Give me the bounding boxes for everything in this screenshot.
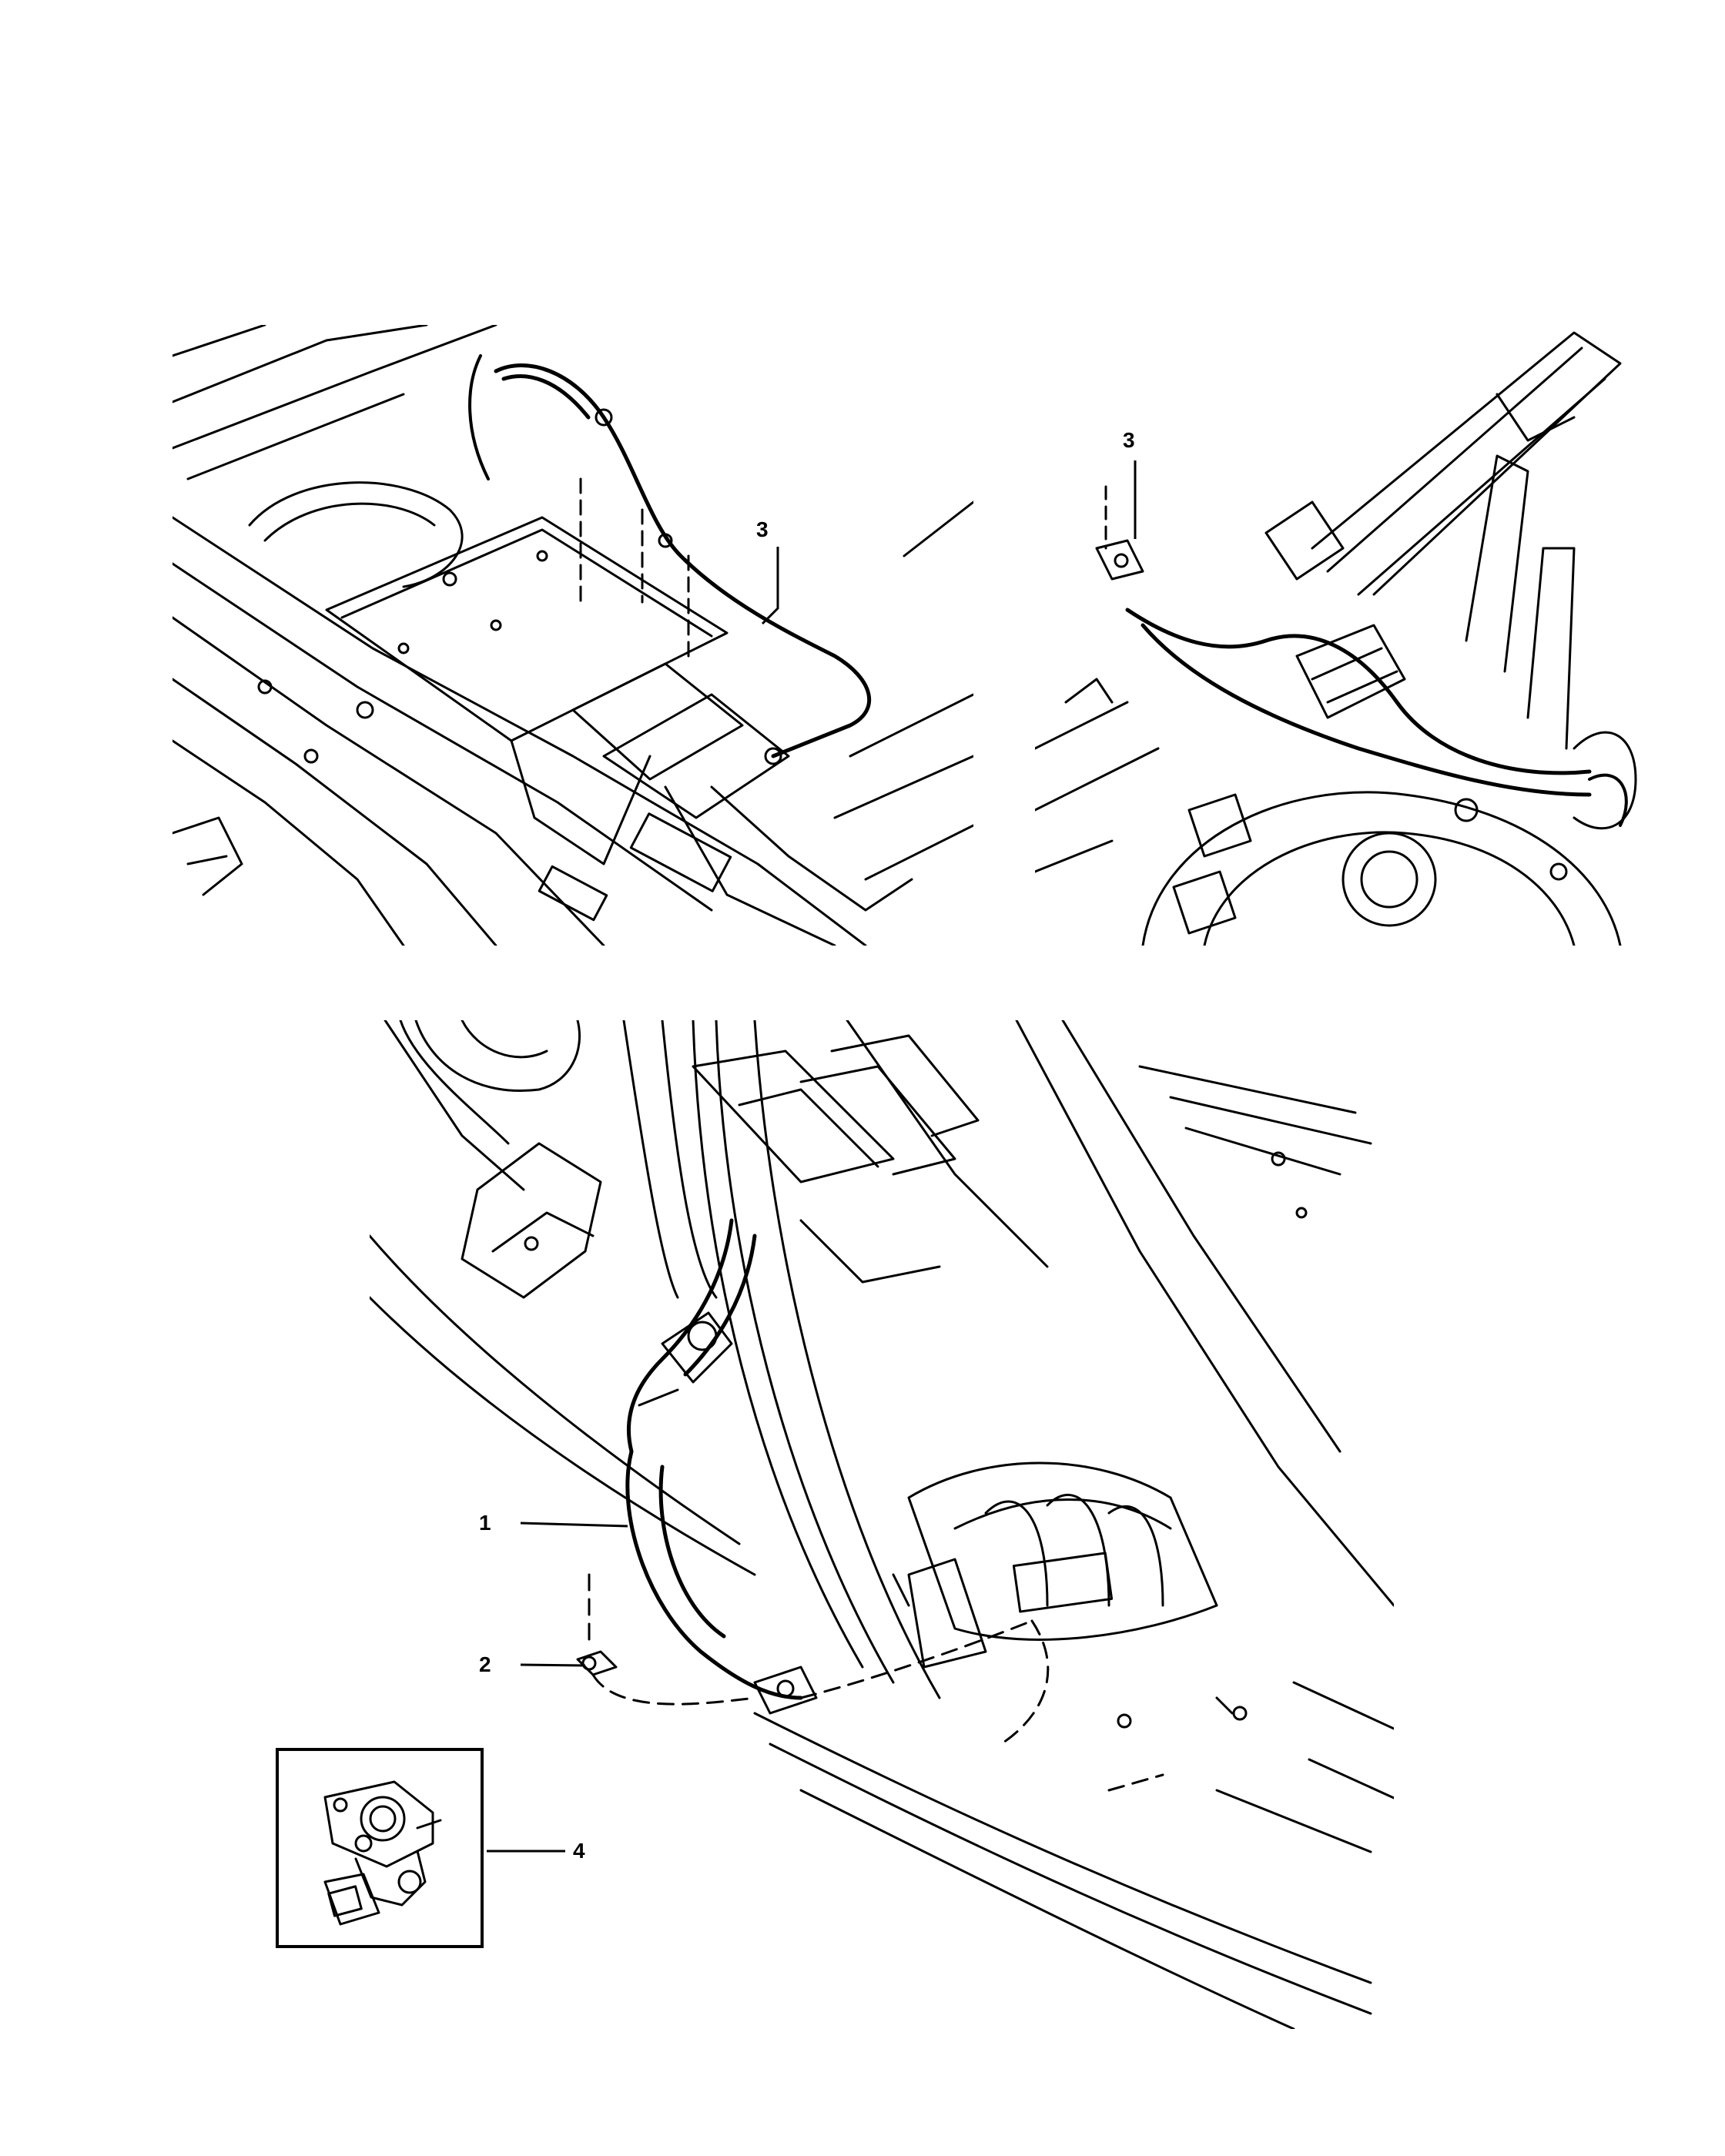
callout-label-2: 2 bbox=[479, 1652, 491, 1676]
callout-label-3-upper-left: 3 bbox=[756, 517, 769, 541]
bottom-cable-routing-view bbox=[370, 1020, 1394, 2029]
terminal-detail-inset bbox=[276, 1748, 484, 1948]
callout-label-3-upper-right: 3 bbox=[1123, 428, 1135, 452]
terminal-detail-drawing bbox=[323, 1780, 442, 1926]
callout-label-1: 1 bbox=[479, 1511, 491, 1535]
top-right-rear-view bbox=[1035, 317, 1643, 946]
top-left-underbody-view bbox=[172, 325, 973, 946]
callout-label-4: 4 bbox=[573, 1839, 585, 1863]
